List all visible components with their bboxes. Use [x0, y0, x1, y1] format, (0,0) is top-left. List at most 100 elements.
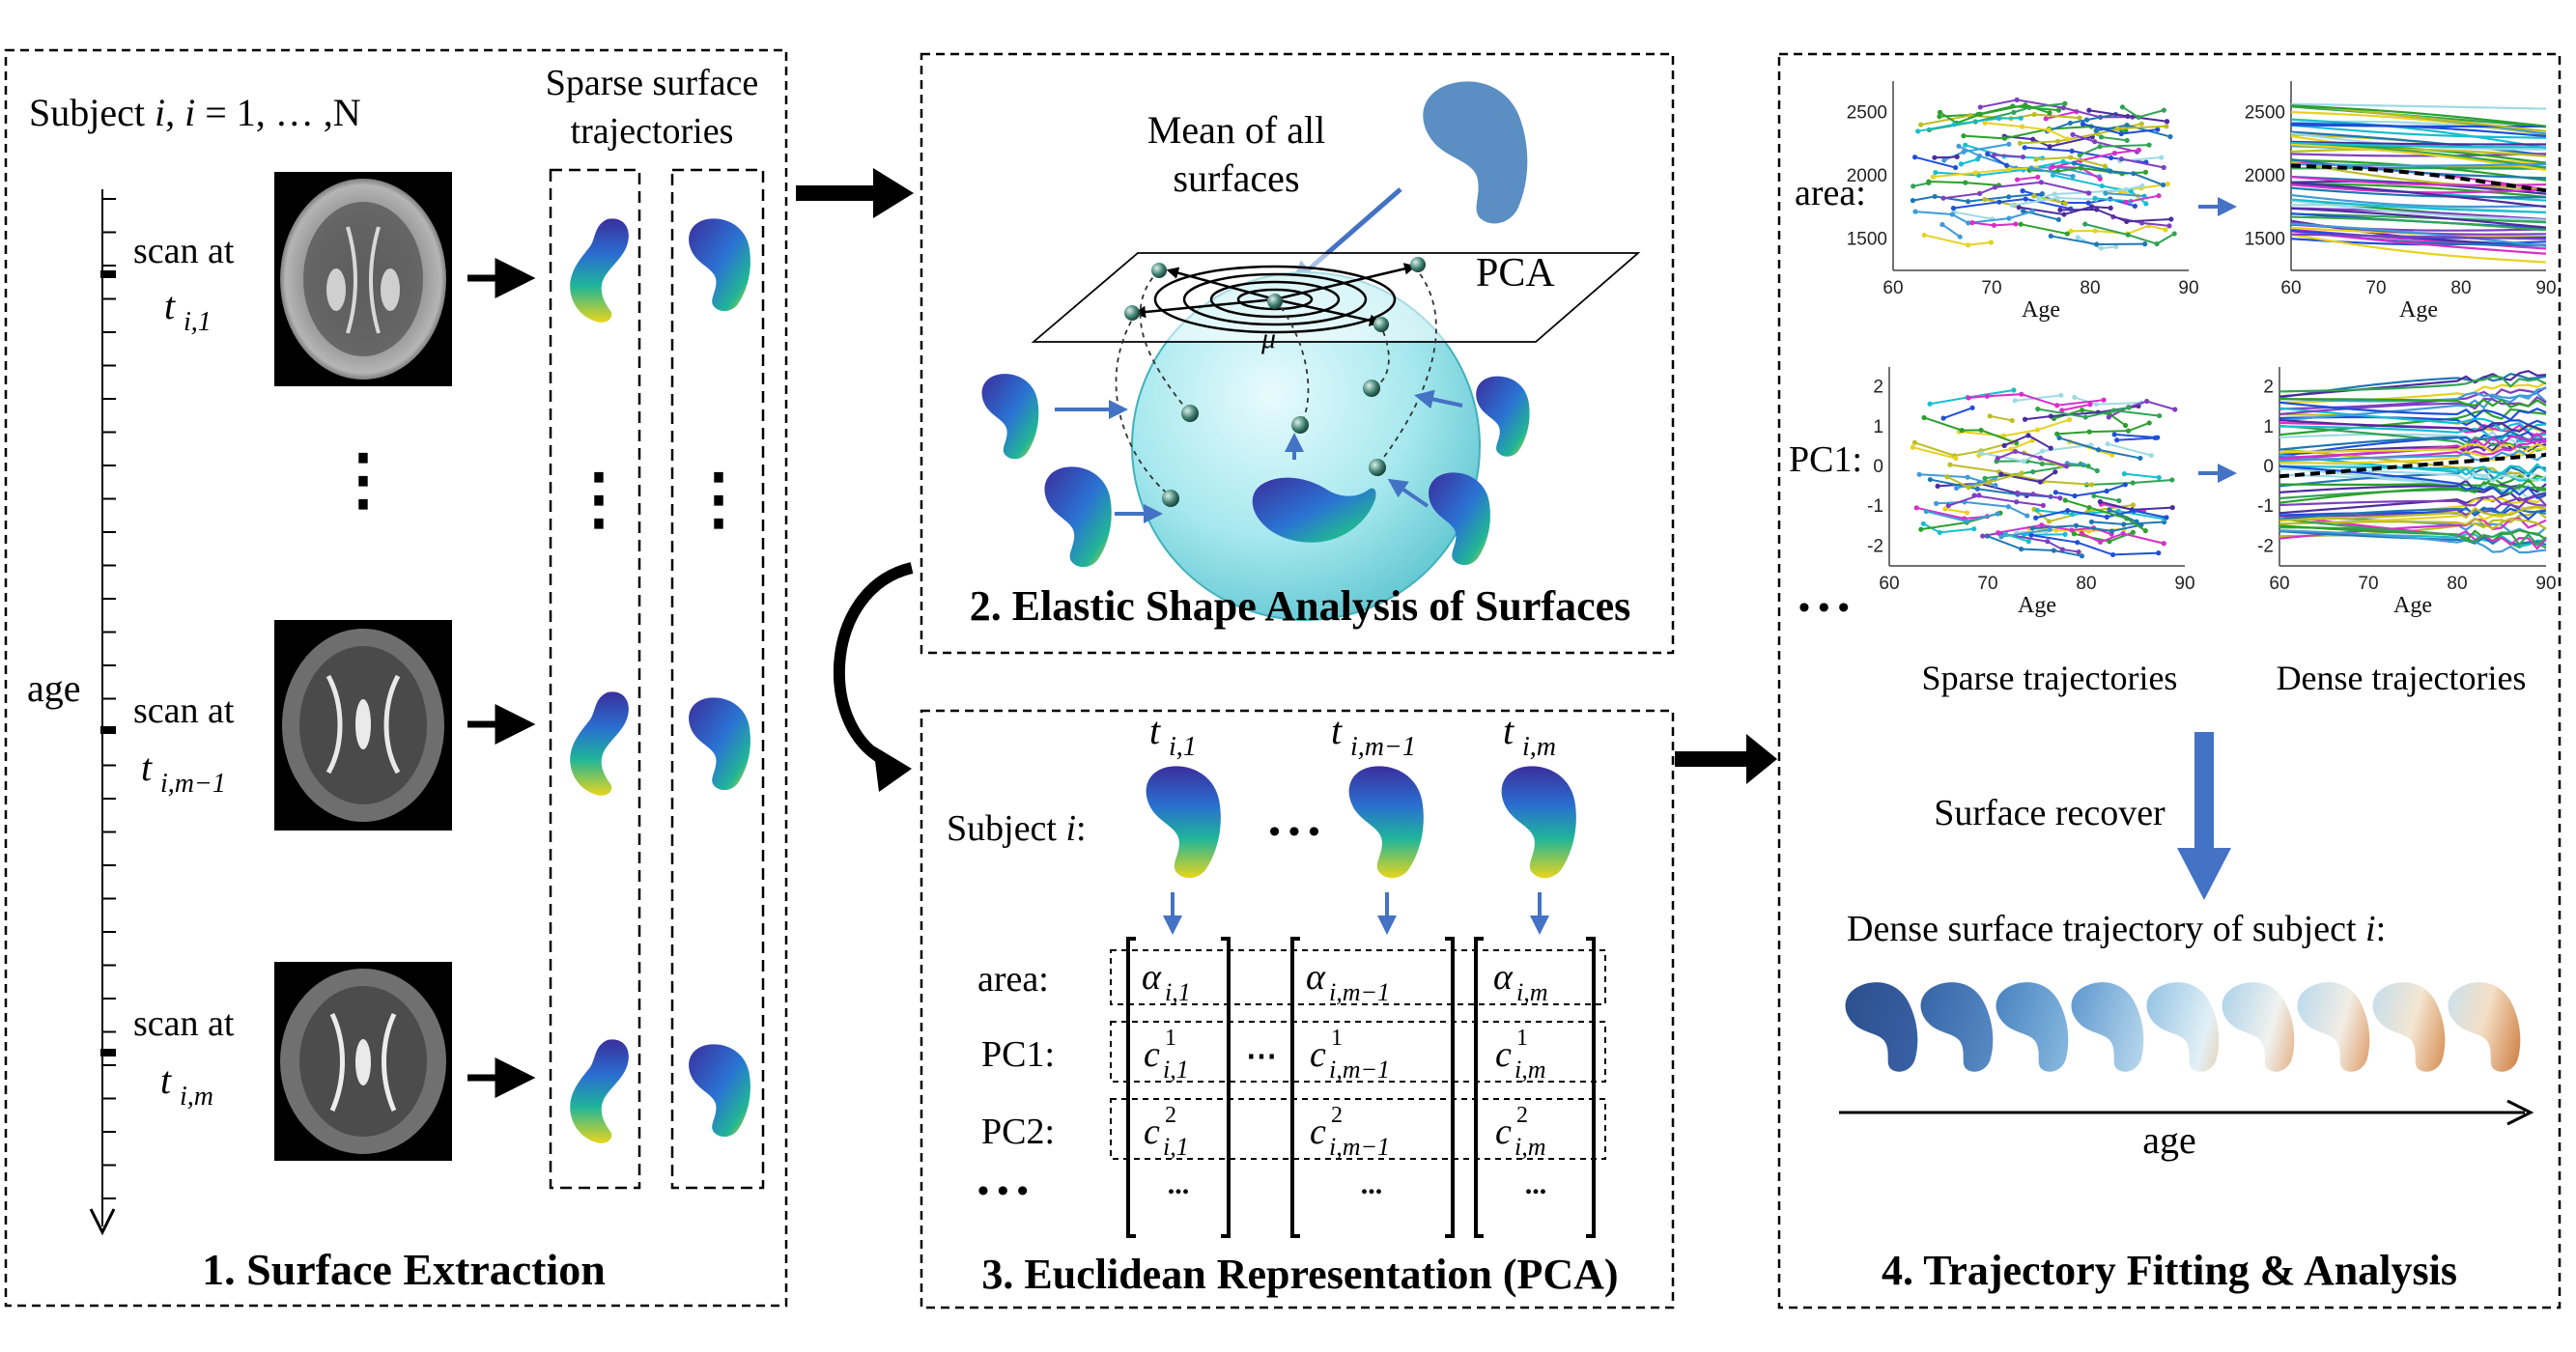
sparse-trajectory-point	[2038, 180, 2044, 185]
sparse-trajectory-point	[2018, 221, 2024, 227]
dense-trajectory-line	[2290, 130, 2547, 156]
sparse-trajectory-line	[1936, 500, 2028, 517]
chart-y-tick-label: -2	[2257, 536, 2274, 556]
time-label-1: t i,1	[1149, 709, 1197, 762]
sparse-trajectory-point	[2161, 541, 2166, 547]
sparse-trajectory-point	[2156, 474, 2162, 481]
svg-text:2: 2	[1331, 1103, 1343, 1128]
sparse-trajectory-line	[2093, 494, 2120, 502]
svg-text:c: c	[1144, 1034, 1160, 1075]
sparse-trajectory-point	[2104, 488, 2109, 494]
sparse-trajectory-point	[2019, 124, 2025, 129]
sparse-trajectory-point	[2066, 416, 2073, 423]
trajectory-column-aligned	[670, 168, 765, 1190]
sparse-trajectory-point	[1971, 493, 1977, 498]
row-highlights	[1110, 949, 1606, 1160]
sparse-trajectory-point	[2035, 406, 2041, 412]
panel-3-border	[920, 709, 1675, 1310]
mean-trajectory-line	[2290, 163, 2547, 193]
sparse-trajectory-point	[2070, 173, 2076, 180]
sparse-trajectory-line	[2047, 113, 2116, 132]
dense-trajectories-label: Dense trajectories	[2277, 659, 2527, 697]
sparse-trajectory-point	[1965, 199, 1971, 205]
sparse-trajectory-point	[2128, 188, 2134, 194]
flow-arrow-2-to-3	[833, 562, 914, 792]
sparse-trajectory-point	[2016, 205, 2022, 211]
sparse-trajectory-point	[1941, 157, 1947, 163]
flow-arrow-1-to-2	[796, 168, 914, 218]
dense-surface-1	[1839, 972, 1930, 1083]
subject-surface-1	[1146, 766, 1221, 879]
sparse-trajectory-point	[2082, 221, 2088, 227]
scan-label-3: scan at t i,m	[133, 1003, 235, 1112]
trajectory-column-raw	[549, 168, 641, 1190]
sparse-trajectory-point	[1916, 471, 1922, 477]
svg-text:t: t	[1331, 709, 1343, 752]
dense-trajectory-line	[2279, 442, 2547, 455]
chart-y-tick-label: -2	[1867, 536, 1883, 556]
svg-text:i,m−1: i,m−1	[1350, 732, 1416, 762]
sparse-trajectory-line	[1934, 155, 1958, 159]
dense-age-arrowhead	[2506, 1099, 2534, 1126]
dense-trajectory-line	[2290, 140, 2547, 146]
sparse-trajectory-point	[2103, 190, 2109, 196]
sparse-trajectory-line	[1987, 153, 2008, 167]
sparse-trajectory-point	[2080, 121, 2086, 127]
sparse-trajectory-point	[1961, 133, 1967, 139]
sparse-trajectory-line	[2050, 149, 2139, 169]
sparse-trajectory-point	[2021, 459, 2026, 465]
dense-trajectory-line	[2290, 181, 2547, 209]
sparse-trajectory-point	[2156, 193, 2162, 199]
sparse-trajectory-point	[2012, 448, 2019, 455]
sparse-trajectory-point	[1959, 428, 1965, 434]
sparse-trajectory-point	[2009, 417, 2015, 424]
mean-mu-label: μ	[1260, 323, 1276, 354]
sparse-trajectory-point	[2137, 455, 2143, 462]
sparse-trajectory-point	[2122, 482, 2128, 488]
svg-text:α: α	[1493, 957, 1514, 998]
sparse-trajectory-point	[2125, 232, 2131, 238]
svg-text:c: c	[1310, 1112, 1326, 1152]
sparse-trajectory-point	[2123, 199, 2129, 205]
sparse-trajectory-point	[2055, 107, 2062, 113]
sparse-trajectory-point	[2065, 508, 2071, 514]
sparse-trajectory-point	[1969, 405, 1975, 410]
mri-scan-1	[274, 172, 452, 386]
dense-trajectory-line	[2290, 186, 2547, 199]
sparse-trajectory-point	[1961, 149, 1967, 155]
sparse-trajectory-point	[2123, 186, 2129, 192]
time-label-2: t i,m−1	[1331, 709, 1416, 762]
row-label-more: • • •	[977, 1173, 1029, 1209]
sparse-trajectory-point	[2097, 539, 2104, 545]
sparse-trajectory-point	[2114, 437, 2120, 443]
sparse-trajectory-point	[2076, 549, 2081, 555]
panel-4-title: 4. Trajectory Fitting & Analysis	[1882, 1247, 2457, 1294]
svg-text:i,m−1: i,m−1	[1329, 1056, 1390, 1084]
sparse-trajectory-point	[1927, 476, 1934, 483]
sparse-trajectory-point	[2171, 231, 2177, 237]
sparse-trajectory-point	[1911, 439, 1917, 445]
sparse-trajectory-line	[1987, 535, 2082, 557]
sparse-trajectory-point	[2035, 174, 2041, 181]
sample-surface-2	[1044, 466, 1112, 568]
sparse-trajectory-point	[2092, 139, 2098, 145]
sparse-trajectory-line	[2117, 125, 2166, 130]
chart-x-tick-label: 70	[1977, 574, 1997, 594]
sparse-trajectory-point	[2161, 164, 2166, 171]
sparse-trajectory-point	[2124, 218, 2130, 224]
chart-y-tick-label: 1500	[2245, 229, 2285, 249]
sparse-trajectory-point	[1963, 180, 1968, 185]
sparse-trajectory-line	[1994, 154, 2024, 158]
sparse-trajectory-line	[2030, 167, 2074, 178]
sparse-trajectory-point	[2029, 209, 2035, 214]
dense-trajectory-line	[2290, 124, 2547, 139]
dense-trajectory-line	[2290, 148, 2547, 157]
sparse-trajectory-point	[1910, 198, 1916, 204]
sparse-trajectory-point	[1940, 195, 1946, 201]
dense-trajectory-line	[2279, 395, 2547, 416]
sparse-trajectory-point	[2125, 428, 2132, 434]
sparse-trajectory-point	[1918, 526, 1924, 532]
svg-text:t: t	[164, 284, 176, 327]
